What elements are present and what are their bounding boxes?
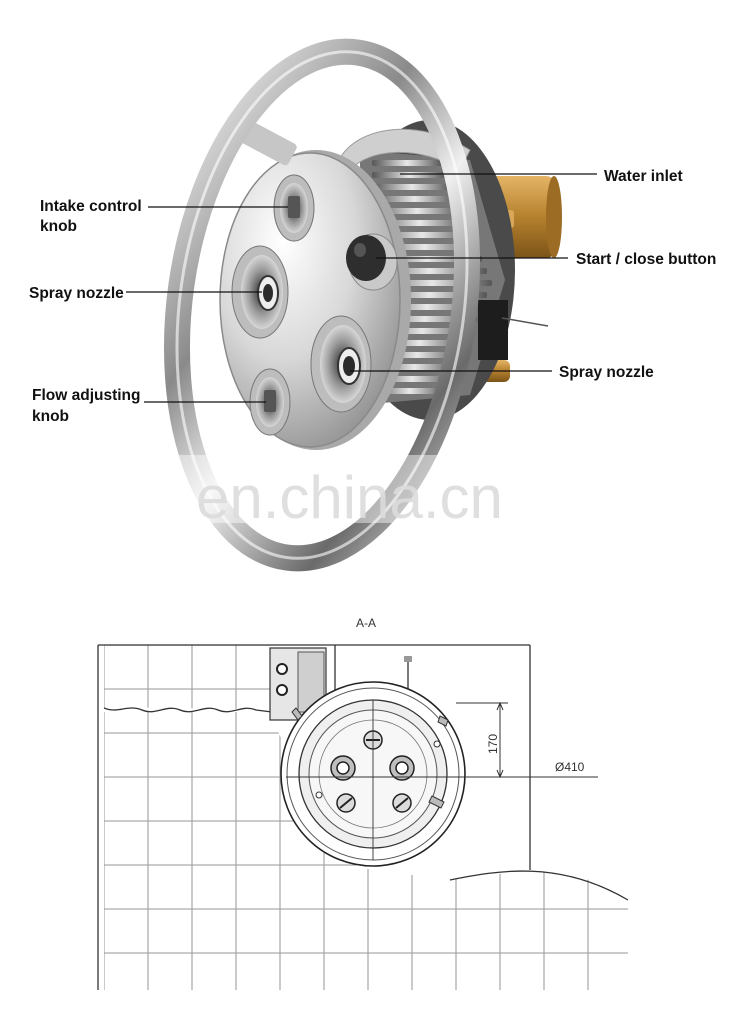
- spray-nozzle-left-label: Spray nozzle: [29, 285, 124, 302]
- technical-drawing: A-A: [97, 616, 629, 990]
- knob-bottom-left: [336, 793, 356, 813]
- nozzle-left: [330, 755, 356, 781]
- product-photo: Water inlet Intake control knob Start / …: [29, 38, 716, 572]
- height-dimension: 170: [486, 734, 500, 754]
- dimension-170: [456, 701, 508, 779]
- nozzle-right: [389, 755, 415, 781]
- jet-unit-drawing: [280, 681, 525, 867]
- watermark-band: [170, 455, 570, 523]
- intake-control-knob-label: Intake control: [40, 198, 142, 215]
- start-close-button-label: Start / close button: [576, 251, 716, 268]
- housing-fin: [372, 172, 447, 178]
- watermark-text: en.china.cn: [196, 464, 503, 531]
- housing-fin: [372, 196, 457, 202]
- flow-adjusting-knob: [249, 368, 291, 436]
- handle-ring: [163, 38, 481, 572]
- leader-lines: [126, 173, 597, 403]
- section-label: A-A: [356, 616, 376, 630]
- housing-fin: [372, 208, 462, 214]
- diameter-dimension: Ø410: [555, 760, 585, 774]
- spray-nozzle-right: [310, 315, 372, 413]
- housing-fin: [372, 184, 452, 190]
- knob-bottom-right: [392, 793, 412, 813]
- intake-control-knob-label-line2: knob: [40, 218, 77, 235]
- start-close-button: [346, 233, 398, 291]
- pool-outline: [97, 644, 629, 990]
- flow-adjusting-knob-label-line2: knob: [32, 408, 69, 425]
- intake-control-knob: [273, 174, 315, 242]
- spray-nozzle-right-label: Spray nozzle: [559, 364, 654, 381]
- water-inlet-label: Water inlet: [604, 168, 683, 185]
- flow-adjusting-knob-label: Flow adjusting: [32, 387, 141, 404]
- housing-fin: [372, 160, 442, 166]
